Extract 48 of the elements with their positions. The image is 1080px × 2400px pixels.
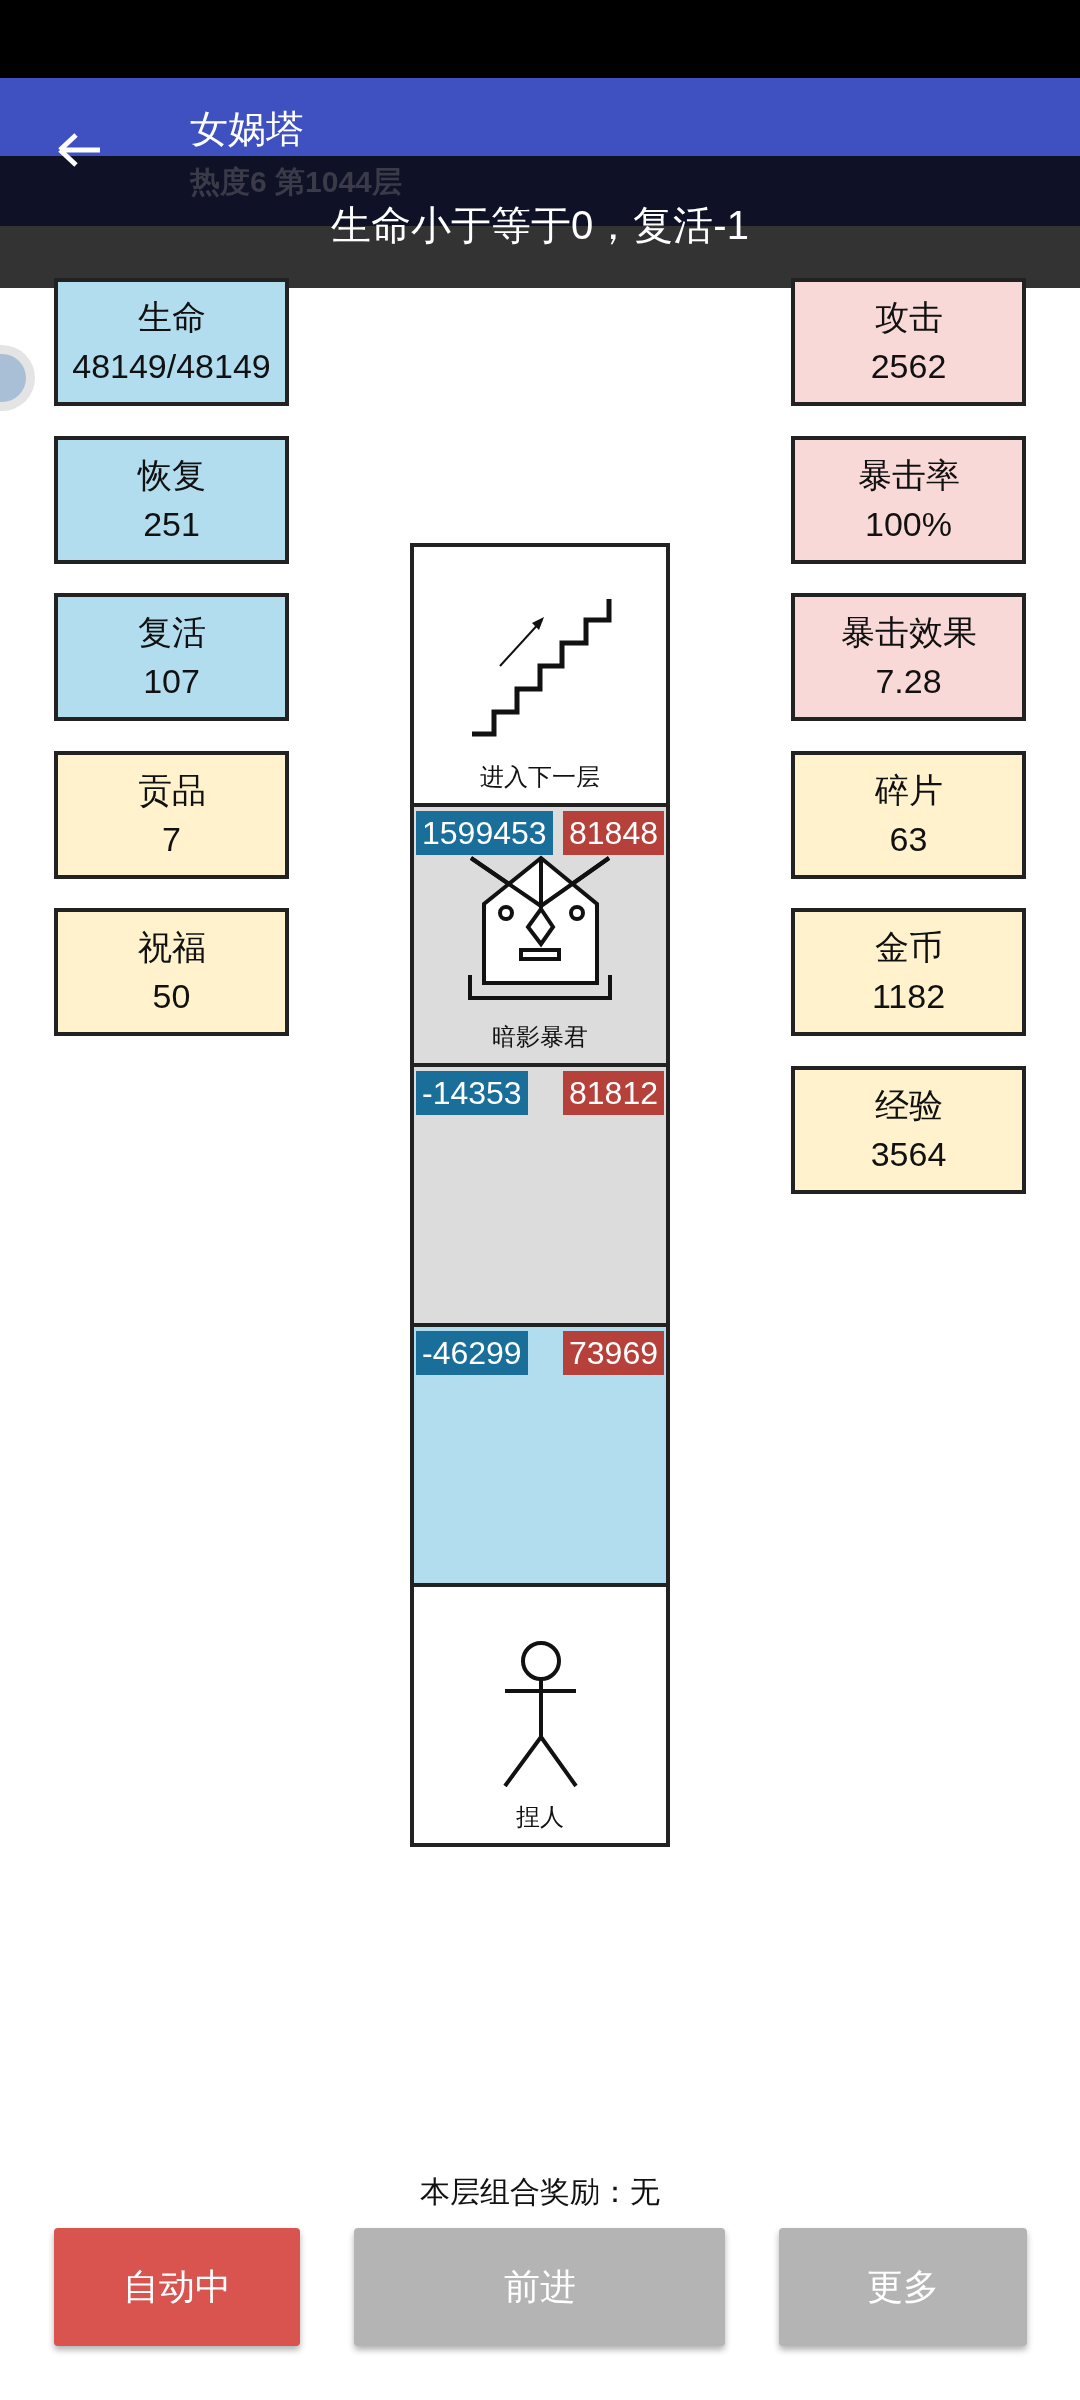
stat-card [791,593,1026,721]
stat-label: 碎片 [874,769,943,811]
floor-name: 进入下一层 [479,762,601,792]
stat-card [791,1066,1026,1194]
attack-badge: 81848 [563,811,664,855]
stat-value: 63 [889,819,928,860]
stat-label: 经验 [874,1084,943,1126]
stat-label: 暴击率 [857,454,960,496]
floor-name: 捏人 [515,1802,565,1832]
stat-label: 攻击 [874,296,943,338]
damage-badge: -14353 [416,1071,528,1115]
stat-card [54,751,289,879]
stat-value: 50 [152,976,191,1017]
damage-badge: 1599453 [416,811,553,855]
stat-card [54,908,289,1036]
forward-button: 前进 [354,2228,725,2346]
stat-label: 贡品 [137,769,206,811]
stat-label: 生命 [137,296,206,338]
stat-card [791,436,1026,564]
stat-card [54,278,289,406]
attack-badge: 73969 [563,1331,664,1375]
stat-value: 251 [143,504,200,545]
stat-label: 祝福 [137,926,206,968]
damage-badge: -46299 [416,1331,528,1375]
stat-card [791,278,1026,406]
stat-value: 2562 [870,346,947,387]
stat-label: 暴击效果 [840,611,977,653]
stat-value: 7.28 [875,661,942,702]
stat-card [791,751,1026,879]
stat-card [54,593,289,721]
app-title: 女娲塔 [190,107,304,152]
stat-value: 100% [865,504,952,545]
stat-value: 1182 [871,976,946,1017]
reward-text: 本层组合奖励：无 [419,2174,661,2210]
stat-label: 金币 [874,926,943,968]
auto-button: 自动中 [54,2228,300,2346]
stat-value: 7 [162,819,181,860]
stat-label: 复活 [137,611,206,653]
attack-badge: 81812 [563,1071,664,1115]
floor-name: 暗影暴君 [491,1022,589,1052]
stat-card [791,908,1026,1036]
stat-label: 恢复 [137,454,206,496]
stat-value: 48149/48149 [72,346,271,387]
stat-card [54,436,289,564]
toast-message: 生命小于等于0，复活-1 [330,202,750,249]
stat-value: 3564 [870,1134,947,1175]
more-button: 更多 [779,2228,1027,2346]
stat-value: 107 [143,661,200,702]
